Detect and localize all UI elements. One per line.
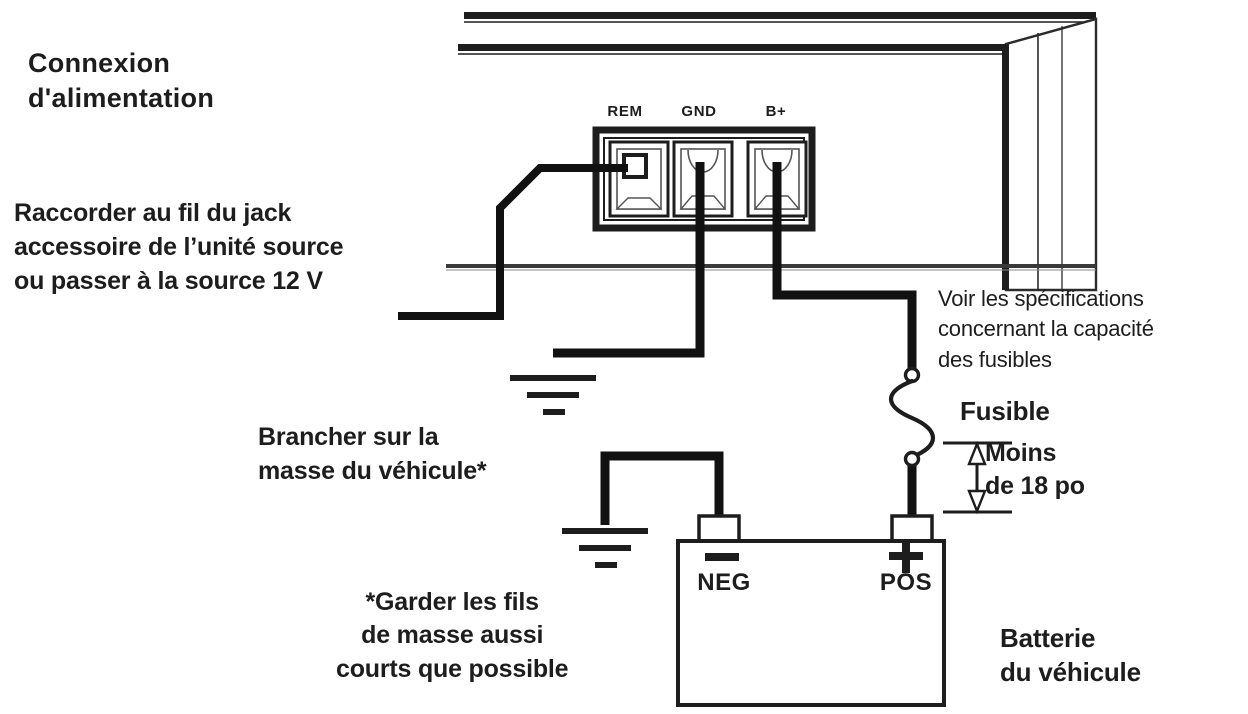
plus-symbol (889, 539, 923, 573)
chassis-ground-line-1: Brancher sur la (258, 423, 439, 451)
terminal-label-bplus: B+ (765, 103, 787, 120)
page-title: Connexion d'alimentation (28, 46, 214, 115)
battery-caption-line-1: Batterie (1000, 623, 1096, 653)
battery-negative-label: NEG (697, 569, 751, 596)
terminal-socket-rem (608, 140, 670, 218)
title-line-1: Connexion (28, 48, 171, 78)
remote-wire (398, 164, 628, 320)
earth-ground-icon-amp (510, 375, 596, 415)
fuse-label: Fusible (960, 396, 1050, 426)
ground-wire-battery (600, 451, 724, 525)
battery-caption-line-2: du véhicule (1000, 656, 1141, 687)
fuse-coil-icon (889, 366, 935, 468)
remote-lead-note: Raccorder au fil du jack accessoire de l’… (14, 196, 343, 298)
vehicle-battery (676, 514, 946, 707)
ground-wire-line-2: de masse aussi (361, 621, 544, 650)
remote-lead-line-1: Raccorder au fil du jack (14, 199, 292, 227)
earth-ground-icon-battery (562, 528, 648, 568)
chassis-ground-line-2: masse du véhicule* (258, 457, 487, 485)
ground-wire-line-1: *Garder les fils (365, 588, 539, 616)
fuse-spec-line-3: des fusibles (938, 346, 1052, 372)
fuse-rating-note: Voir les spécifications concernant la cap… (938, 284, 1154, 375)
ground-wire-amp (553, 162, 705, 358)
terminal-label-rem: REM (607, 103, 643, 120)
fuse-spec-line-2: concernant la capacité (938, 316, 1154, 342)
amplifier-chassis (446, 12, 1098, 292)
chassis-ground-note: Brancher sur la masse du véhicule* (258, 420, 487, 488)
double-arrow-icon (943, 440, 1012, 515)
remote-lead-line-2: accessoire de l’unité source (14, 233, 344, 261)
remote-lead-line-3: ou passer à la source 12 V (14, 267, 323, 295)
minus-symbol (705, 553, 739, 561)
distance-line-2: de 18 po (985, 472, 1085, 500)
title-line-2: d'alimentation (28, 82, 215, 113)
fuse-distance-label: Moins de 18 po (985, 437, 1085, 503)
distance-line-1: Moins (985, 439, 1057, 467)
battery-positive-label: POS (879, 569, 933, 596)
ground-wire-footnote: *Garder les fils de masse aussi courts que… (336, 586, 569, 686)
fuse-spec-line-1: Voir les spécifications (938, 286, 1144, 311)
ground-wire-line-3: courts que possible (336, 654, 569, 683)
terminal-label-gnd: GND (681, 103, 717, 120)
positive-wire (772, 162, 917, 522)
